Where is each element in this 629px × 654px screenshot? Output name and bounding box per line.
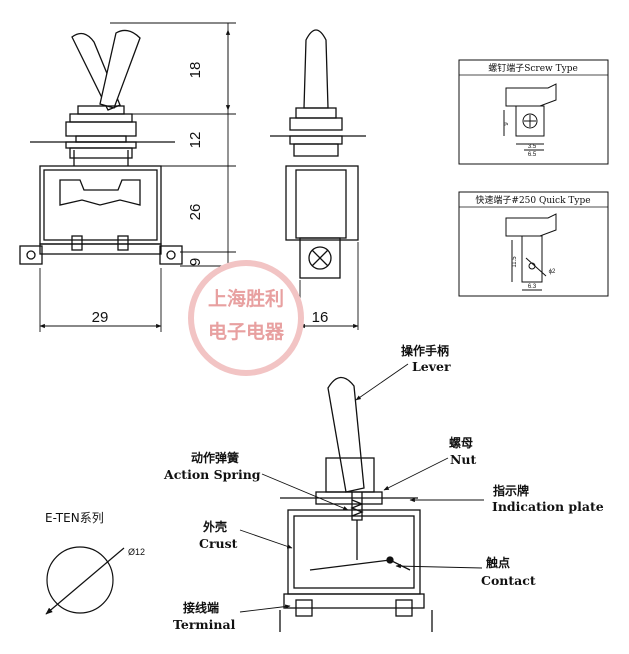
label-contact-cn: 触点: [486, 555, 510, 570]
dim-body-height: 26: [187, 204, 204, 221]
label-lever-en: Lever: [412, 359, 451, 374]
screw-type-title: 螺钉端子Screw Type: [488, 62, 578, 74]
quick-dim-height: 11.5: [512, 256, 518, 268]
dim-side-width: 16: [312, 309, 329, 326]
cross-section: [279, 376, 433, 632]
label-nut-cn: 螺母: [449, 435, 473, 450]
label-terminal-cn: 接线端: [183, 600, 219, 615]
dim-terminal-height: 9: [187, 258, 204, 266]
label-plate-cn: 指示牌: [493, 483, 529, 498]
dim-bushing-height: 12: [187, 132, 204, 149]
side-view: [270, 29, 366, 279]
label-plate-en: Indication plate: [492, 499, 604, 514]
dim-diameter: Ø12: [128, 547, 145, 557]
label-nut-en: Nut: [450, 452, 477, 467]
diameter-symbol: [45, 546, 125, 615]
screw-dim-height: 9: [504, 122, 510, 126]
screw-dim-width: 6.5: [528, 152, 537, 158]
label-spring-en: Action Spring: [163, 467, 261, 482]
quick-type-box: [458, 191, 609, 297]
watermark-line2: 电子电器: [208, 320, 285, 343]
screw-dim-inner: 3.5: [528, 144, 537, 150]
front-view: [19, 29, 183, 265]
screw-type-box: [458, 59, 609, 165]
watermark-line1: 上海胜利: [208, 287, 284, 310]
dim-body-width: 29: [92, 309, 109, 326]
quick-dim-width: 6.3: [528, 284, 537, 290]
leader-lines: [239, 363, 484, 613]
quick-type-title: 快速端子#250 Quick Type: [475, 194, 590, 206]
label-crust-cn: 外壳: [203, 519, 227, 534]
label-crust-en: Crust: [199, 536, 238, 551]
watermark-seal: [188, 260, 304, 376]
label-terminal-en: Terminal: [173, 617, 236, 632]
front-dimensions: [39, 22, 236, 332]
label-spring-cn: 动作弹簧: [191, 450, 239, 465]
dim-lever-height: 18: [187, 62, 204, 79]
label-contact-en: Contact: [481, 573, 536, 588]
quick-dim-hole: ϕ2: [549, 269, 556, 275]
label-lever-cn: 操作手柄: [401, 343, 449, 358]
series-label: E-TEN系列: [45, 511, 104, 525]
